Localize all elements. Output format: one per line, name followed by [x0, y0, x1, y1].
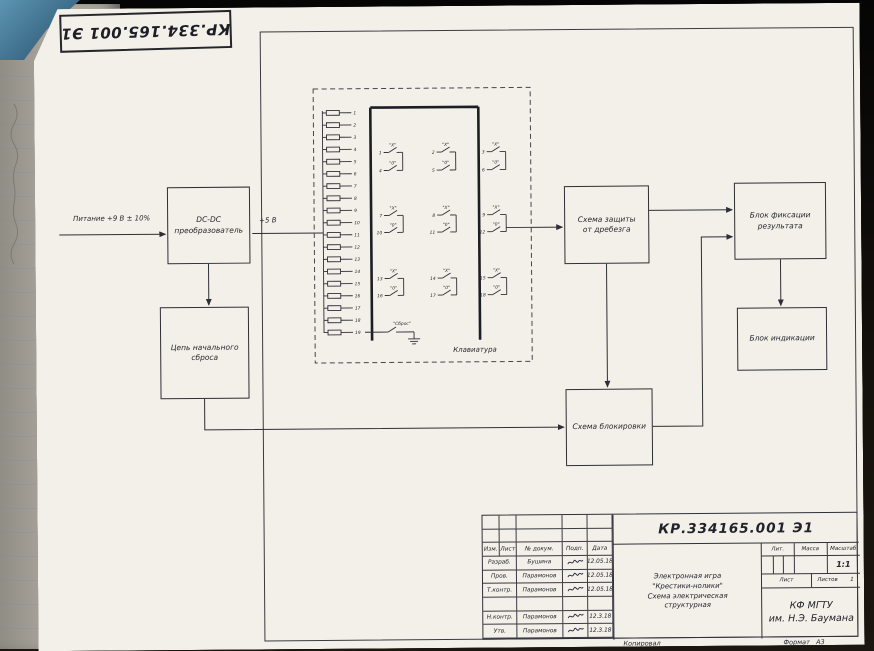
- tb-empty-cell: [517, 529, 563, 543]
- signature-icon: [566, 571, 583, 580]
- document-title: Электронная игра "Крестики-нолики" Схема…: [613, 544, 762, 640]
- sheet-label: Лист: [779, 577, 794, 584]
- document-number: КР.334165.001 Э1: [612, 513, 858, 545]
- scale-label: Масштаб: [830, 545, 857, 553]
- sheets-label: Листов: [817, 576, 838, 584]
- tb-name-cell: Парамонов: [517, 624, 563, 638]
- tb-header-cell: Подп.: [563, 542, 588, 556]
- tb-empty-cell: [499, 515, 516, 529]
- tb-date-cell: 12.05.18: [588, 583, 613, 597]
- block-interlock: Схема блокировки: [565, 388, 653, 466]
- sheets-cell: Листов 1: [811, 573, 860, 587]
- tb-empty-cell: [588, 528, 613, 542]
- tb-empty-cell: [562, 515, 587, 529]
- scale-value: 1:1: [836, 559, 851, 569]
- title-block-right: Лит. Масса Масштаб 1:1 Лист Листов 1 КФ …: [761, 543, 860, 639]
- signature-icon: [567, 585, 584, 594]
- spine-label: КР.334.165.001 Э1: [60, 19, 231, 43]
- tb-empty-cell: [483, 529, 500, 543]
- tb-header-cell: № докум.: [517, 542, 563, 556]
- tb-name-cell: Парамонов: [517, 583, 563, 597]
- block-initial-reset: Цепь начального сброса: [160, 307, 250, 400]
- tb-date-cell: 12.05.18: [588, 569, 613, 583]
- tb-date-cell: [588, 597, 613, 611]
- handwriting-scribble: [10, 103, 19, 265]
- tb-empty-cell: [500, 529, 517, 543]
- sheets-value: 1: [850, 576, 854, 583]
- tb-date-cell: 12.05.18: [588, 556, 613, 570]
- tb-name-cell: Парамонов: [517, 611, 563, 625]
- block-debounce-protection: Схема защиты от дребезга: [564, 185, 650, 264]
- tb-empty-cell: [482, 516, 499, 530]
- signature-icon: [567, 626, 584, 635]
- tb-role-cell: Разраб.: [483, 556, 517, 570]
- tb-name-cell: [517, 597, 563, 611]
- tb-signature-cell: [563, 556, 588, 570]
- copied-label: Копировал: [623, 639, 661, 648]
- format-cell: Формат А3: [783, 638, 824, 646]
- tb-signature-cell: [563, 597, 588, 611]
- block-dcdc-converter: DC-DC преобразователь: [167, 187, 251, 265]
- plus5v-label: +5 В: [259, 216, 277, 225]
- tb-header-cell: Изм.: [483, 543, 500, 557]
- tb-role-cell: Пров.: [483, 570, 517, 584]
- signature-icon: [567, 612, 584, 621]
- tb-role-cell: [483, 597, 517, 611]
- tb-empty-cell: [587, 515, 612, 529]
- tb-role-cell: Утв.: [483, 625, 517, 639]
- tb-signature-cell: [563, 611, 588, 625]
- keyboard-label: Клавиатура: [453, 345, 497, 354]
- tb-name-cell: Бушина: [517, 556, 563, 570]
- tb-empty-cell: [516, 515, 562, 529]
- block-indication: Блок индикации: [737, 307, 827, 371]
- tb-role-cell: Н.контр.: [483, 611, 517, 625]
- power-input-label: Питание +9 В ± 10%: [73, 214, 151, 223]
- tb-header-cell: Лист: [500, 543, 517, 557]
- tb-date-cell: 12.3.18: [588, 610, 613, 624]
- tb-name-cell: Парамонов: [517, 570, 563, 584]
- format-label: Формат: [783, 638, 810, 647]
- spine-label-box: КР.334.165.001 Э1: [59, 10, 232, 53]
- block-result-latch: Блок фиксации результата: [734, 182, 827, 260]
- drawing-sheet: КР.334.165.001 Э1: [33, 3, 864, 651]
- signature-icon: [566, 558, 583, 567]
- format-value: А3: [816, 638, 825, 647]
- tb-empty-cell: [563, 529, 588, 543]
- mass-label: Масса: [801, 546, 820, 553]
- tb-header-cell: Дата: [588, 542, 613, 556]
- organization-name: КФ МГТУ им. Н.Э. Баумана: [768, 600, 854, 624]
- tb-role-cell: Т.контр.: [483, 584, 517, 598]
- tb-signature-cell: [563, 570, 588, 584]
- lit-label: Лит.: [771, 546, 785, 553]
- tb-signature-cell: [563, 624, 588, 638]
- tb-date-cell: 12.3.18: [588, 624, 613, 638]
- tb-signature-cell: [563, 583, 588, 597]
